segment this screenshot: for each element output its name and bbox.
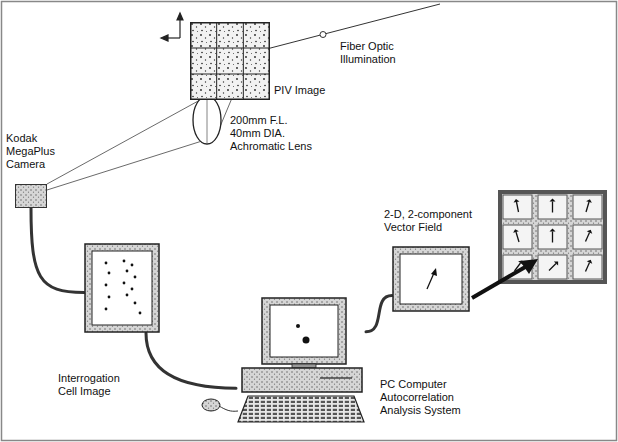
drawing-part bbox=[573, 195, 602, 219]
drawing-part bbox=[177, 13, 183, 20]
drawing-part bbox=[238, 396, 364, 422]
drawing-part bbox=[131, 264, 134, 267]
drawing-part bbox=[161, 35, 168, 41]
drawing-part bbox=[105, 284, 108, 287]
drawing-part bbox=[190, 48, 270, 49]
axis-arrows bbox=[161, 13, 183, 41]
monitor-drawing bbox=[84, 243, 160, 333]
drawing-part bbox=[216, 22, 217, 100]
node-label: 2-D, 2-component Vector Field bbox=[384, 208, 480, 234]
drawing-part bbox=[573, 225, 602, 249]
pc-computer: PC Computer Autocorrelation Analysis Sys… bbox=[236, 296, 366, 424]
cable bbox=[366, 296, 392, 332]
achromatic-lens bbox=[193, 96, 221, 144]
drawing-part bbox=[554, 261, 558, 265]
drawing-part bbox=[47, 100, 200, 184]
drawing-part bbox=[202, 399, 220, 411]
drawing-part bbox=[320, 32, 326, 38]
drawing-part bbox=[503, 195, 532, 219]
drawing-part bbox=[270, 305, 338, 357]
drawing-part bbox=[191, 23, 270, 100]
piv-drawing bbox=[190, 22, 270, 100]
vmonitor-drawing bbox=[392, 246, 470, 312]
callout-label: 200mm F.L. 40mm DIA. Achromatic Lens bbox=[230, 114, 318, 153]
drawing-part bbox=[243, 22, 244, 100]
callout-label: Fiber Optic Illumination bbox=[340, 40, 420, 66]
drawing-part bbox=[550, 199, 556, 202]
cable bbox=[31, 208, 84, 293]
drawing-part bbox=[85, 244, 159, 332]
drawing-part bbox=[262, 298, 346, 364]
drawing-part bbox=[586, 199, 592, 203]
drawing-part bbox=[538, 225, 567, 249]
drawing-part bbox=[296, 324, 300, 328]
drawing-part bbox=[516, 232, 519, 242]
drawing-part bbox=[16, 185, 47, 208]
piv-image: PIV Image bbox=[190, 22, 270, 100]
drawing-part bbox=[517, 202, 519, 212]
drawing-part bbox=[400, 254, 462, 304]
drawing-part bbox=[108, 296, 111, 299]
drawing-part bbox=[179, 18, 180, 38]
monitor: 2-D, 2-component Vector Field bbox=[392, 246, 470, 312]
drawing-part bbox=[190, 74, 270, 75]
drawing-part bbox=[92, 251, 152, 325]
drawing-part bbox=[108, 272, 111, 275]
drawing-part bbox=[586, 233, 590, 242]
drawing-part bbox=[431, 268, 437, 276]
node-label: PIV Image bbox=[274, 84, 344, 97]
monitor: Interrogation Cell Image bbox=[84, 243, 160, 333]
drawing-part bbox=[503, 225, 532, 249]
cable bbox=[146, 333, 236, 388]
drawing-part bbox=[219, 406, 238, 411]
drawing-part bbox=[123, 260, 126, 263]
drawing-part bbox=[139, 312, 142, 315]
drawing-part bbox=[587, 230, 592, 234]
node-label: Kodak MegaPlus Camera bbox=[6, 132, 62, 171]
drawing-part bbox=[207, 96, 208, 144]
drawing-part bbox=[105, 262, 108, 265]
drawing-part bbox=[538, 255, 567, 279]
drawing-part bbox=[514, 199, 520, 203]
vector-field-grid bbox=[500, 192, 605, 282]
drawing-part bbox=[513, 229, 519, 233]
drawing-part bbox=[123, 282, 126, 285]
drawing-part bbox=[126, 270, 129, 273]
drawing-part bbox=[520, 259, 538, 274]
drawing-part bbox=[552, 202, 553, 213]
computer-drawing bbox=[236, 296, 366, 424]
drawing-part bbox=[500, 192, 605, 282]
drawing-part bbox=[573, 255, 602, 279]
mouse bbox=[202, 399, 238, 411]
drawing-part bbox=[586, 202, 589, 212]
drawing-part bbox=[193, 96, 221, 144]
drawing-part bbox=[105, 308, 108, 311]
drawing-part bbox=[586, 263, 590, 272]
drawing-part bbox=[134, 302, 137, 305]
drawing-part bbox=[552, 232, 553, 243]
drawing-part bbox=[126, 294, 129, 297]
camera: Kodak MegaPlus Camera bbox=[15, 184, 47, 208]
drawing-part bbox=[134, 276, 137, 279]
drawing-part bbox=[549, 264, 556, 271]
drawing-part bbox=[587, 260, 592, 264]
drawing-part bbox=[242, 368, 362, 392]
drawing-part bbox=[472, 266, 527, 298]
drawing-part bbox=[131, 288, 134, 291]
drawing-part bbox=[550, 229, 556, 232]
node-label: Interrogation Cell Image bbox=[58, 372, 136, 398]
big-arrow bbox=[472, 259, 538, 298]
drawing-part bbox=[538, 195, 567, 219]
drawing-part bbox=[320, 377, 352, 378]
drawing-part bbox=[47, 141, 202, 190]
drawing-part bbox=[393, 247, 469, 311]
drawing-part bbox=[427, 273, 434, 289]
drawing-part bbox=[303, 337, 310, 344]
node-label: PC Computer Autocorrelation Analysis Sys… bbox=[380, 378, 470, 417]
camera-drawing bbox=[15, 184, 47, 208]
